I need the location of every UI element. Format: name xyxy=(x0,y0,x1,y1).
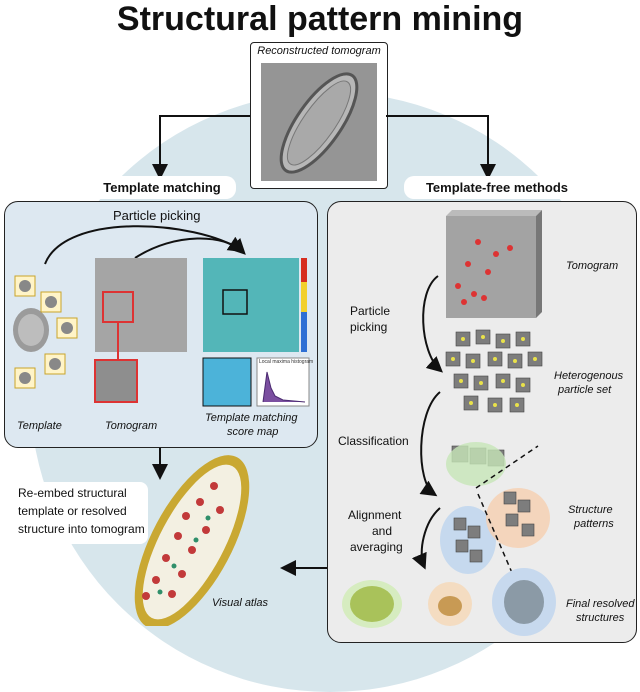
template-free-panel: Tomogram Particle picking Heterogenous p… xyxy=(327,201,637,643)
heterogenous-label-2: particle set xyxy=(558,384,612,396)
particle-picking-right-1: Particle xyxy=(350,304,391,318)
alignment-label-1: Alignment xyxy=(348,508,402,522)
visual-atlas-label: Visual atlas xyxy=(212,597,269,609)
reconstructed-tomogram-image xyxy=(261,63,377,181)
reconstructed-tomogram-label: Reconstructed tomogram xyxy=(257,45,381,57)
visual-atlas-cell xyxy=(134,455,250,626)
reembed-label-2: template or resolved xyxy=(18,504,127,518)
reembed-label-1: Re-embed structural xyxy=(18,486,127,500)
left-panel-graphics xyxy=(13,225,310,407)
particle-picking-label: Particle picking xyxy=(113,208,201,223)
final-structures-label-2: structures xyxy=(576,612,625,624)
template-matching-panel: Particle picking Local maxima histo xyxy=(4,201,318,448)
template-matching-header: Template matching xyxy=(88,176,236,199)
histogram-title: Local maxima histogram xyxy=(259,359,314,365)
reembed-label-3: structure into tomogram xyxy=(18,522,145,536)
template-free-header: Template-free methods xyxy=(404,176,590,199)
alignment-label-3: averaging xyxy=(350,540,403,554)
page-title: Structural pattern mining xyxy=(116,0,524,38)
particle-picking-right-2: picking xyxy=(350,320,388,334)
structure-patterns-label-1: Structure xyxy=(568,504,613,516)
tomogram-label-left: Tomogram xyxy=(105,420,158,432)
score-map-label-1: Template matching xyxy=(205,412,298,424)
structure-patterns-label-2: patterns xyxy=(574,518,614,530)
reembed-box xyxy=(8,482,148,544)
template-label: Template xyxy=(17,420,62,432)
alignment-label-2: and xyxy=(372,524,393,538)
right-panel-graphics xyxy=(342,210,556,636)
reconstructed-tomogram-box: Reconstructed tomogram xyxy=(250,42,388,189)
tomogram-label-right: Tomogram xyxy=(566,260,619,272)
heterogenous-label-1: Heterogenous xyxy=(554,370,624,382)
score-map-label-2: score map xyxy=(227,426,279,438)
classification-label: Classification xyxy=(338,434,409,448)
final-structures-label-1: Final resolved xyxy=(566,598,635,610)
